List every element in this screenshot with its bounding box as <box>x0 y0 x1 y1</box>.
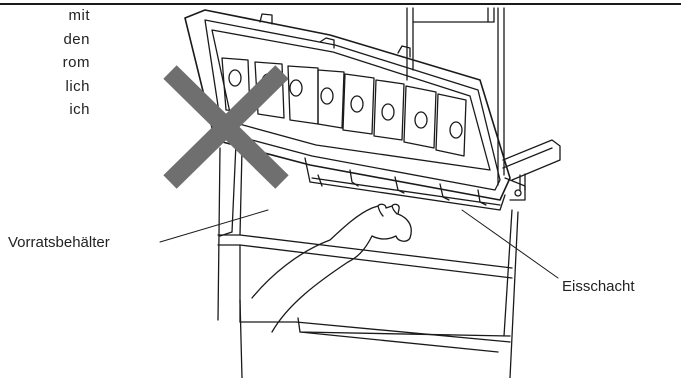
leader-storage-bin <box>159 209 269 243</box>
caption-line: mit <box>68 7 90 24</box>
ice-chute <box>304 157 506 211</box>
storage-bin-label: Vorratsbehälter <box>8 234 110 251</box>
cross-mark-icon <box>163 65 289 189</box>
caption-line: lich <box>65 77 90 95</box>
instruction-text-fragment: mit den rom lich ich <box>0 4 90 122</box>
leader-ice-chute <box>461 209 559 279</box>
top-rule <box>0 3 681 5</box>
caption-line: ich <box>69 101 90 118</box>
hand <box>251 203 412 333</box>
cabinet-frame <box>406 7 505 186</box>
ice-chute-label: Eisschacht <box>562 278 635 295</box>
caption-line: rom <box>62 54 90 71</box>
right-ledge <box>502 139 561 191</box>
caption-line: den <box>63 30 90 48</box>
storage-bin <box>217 142 519 378</box>
